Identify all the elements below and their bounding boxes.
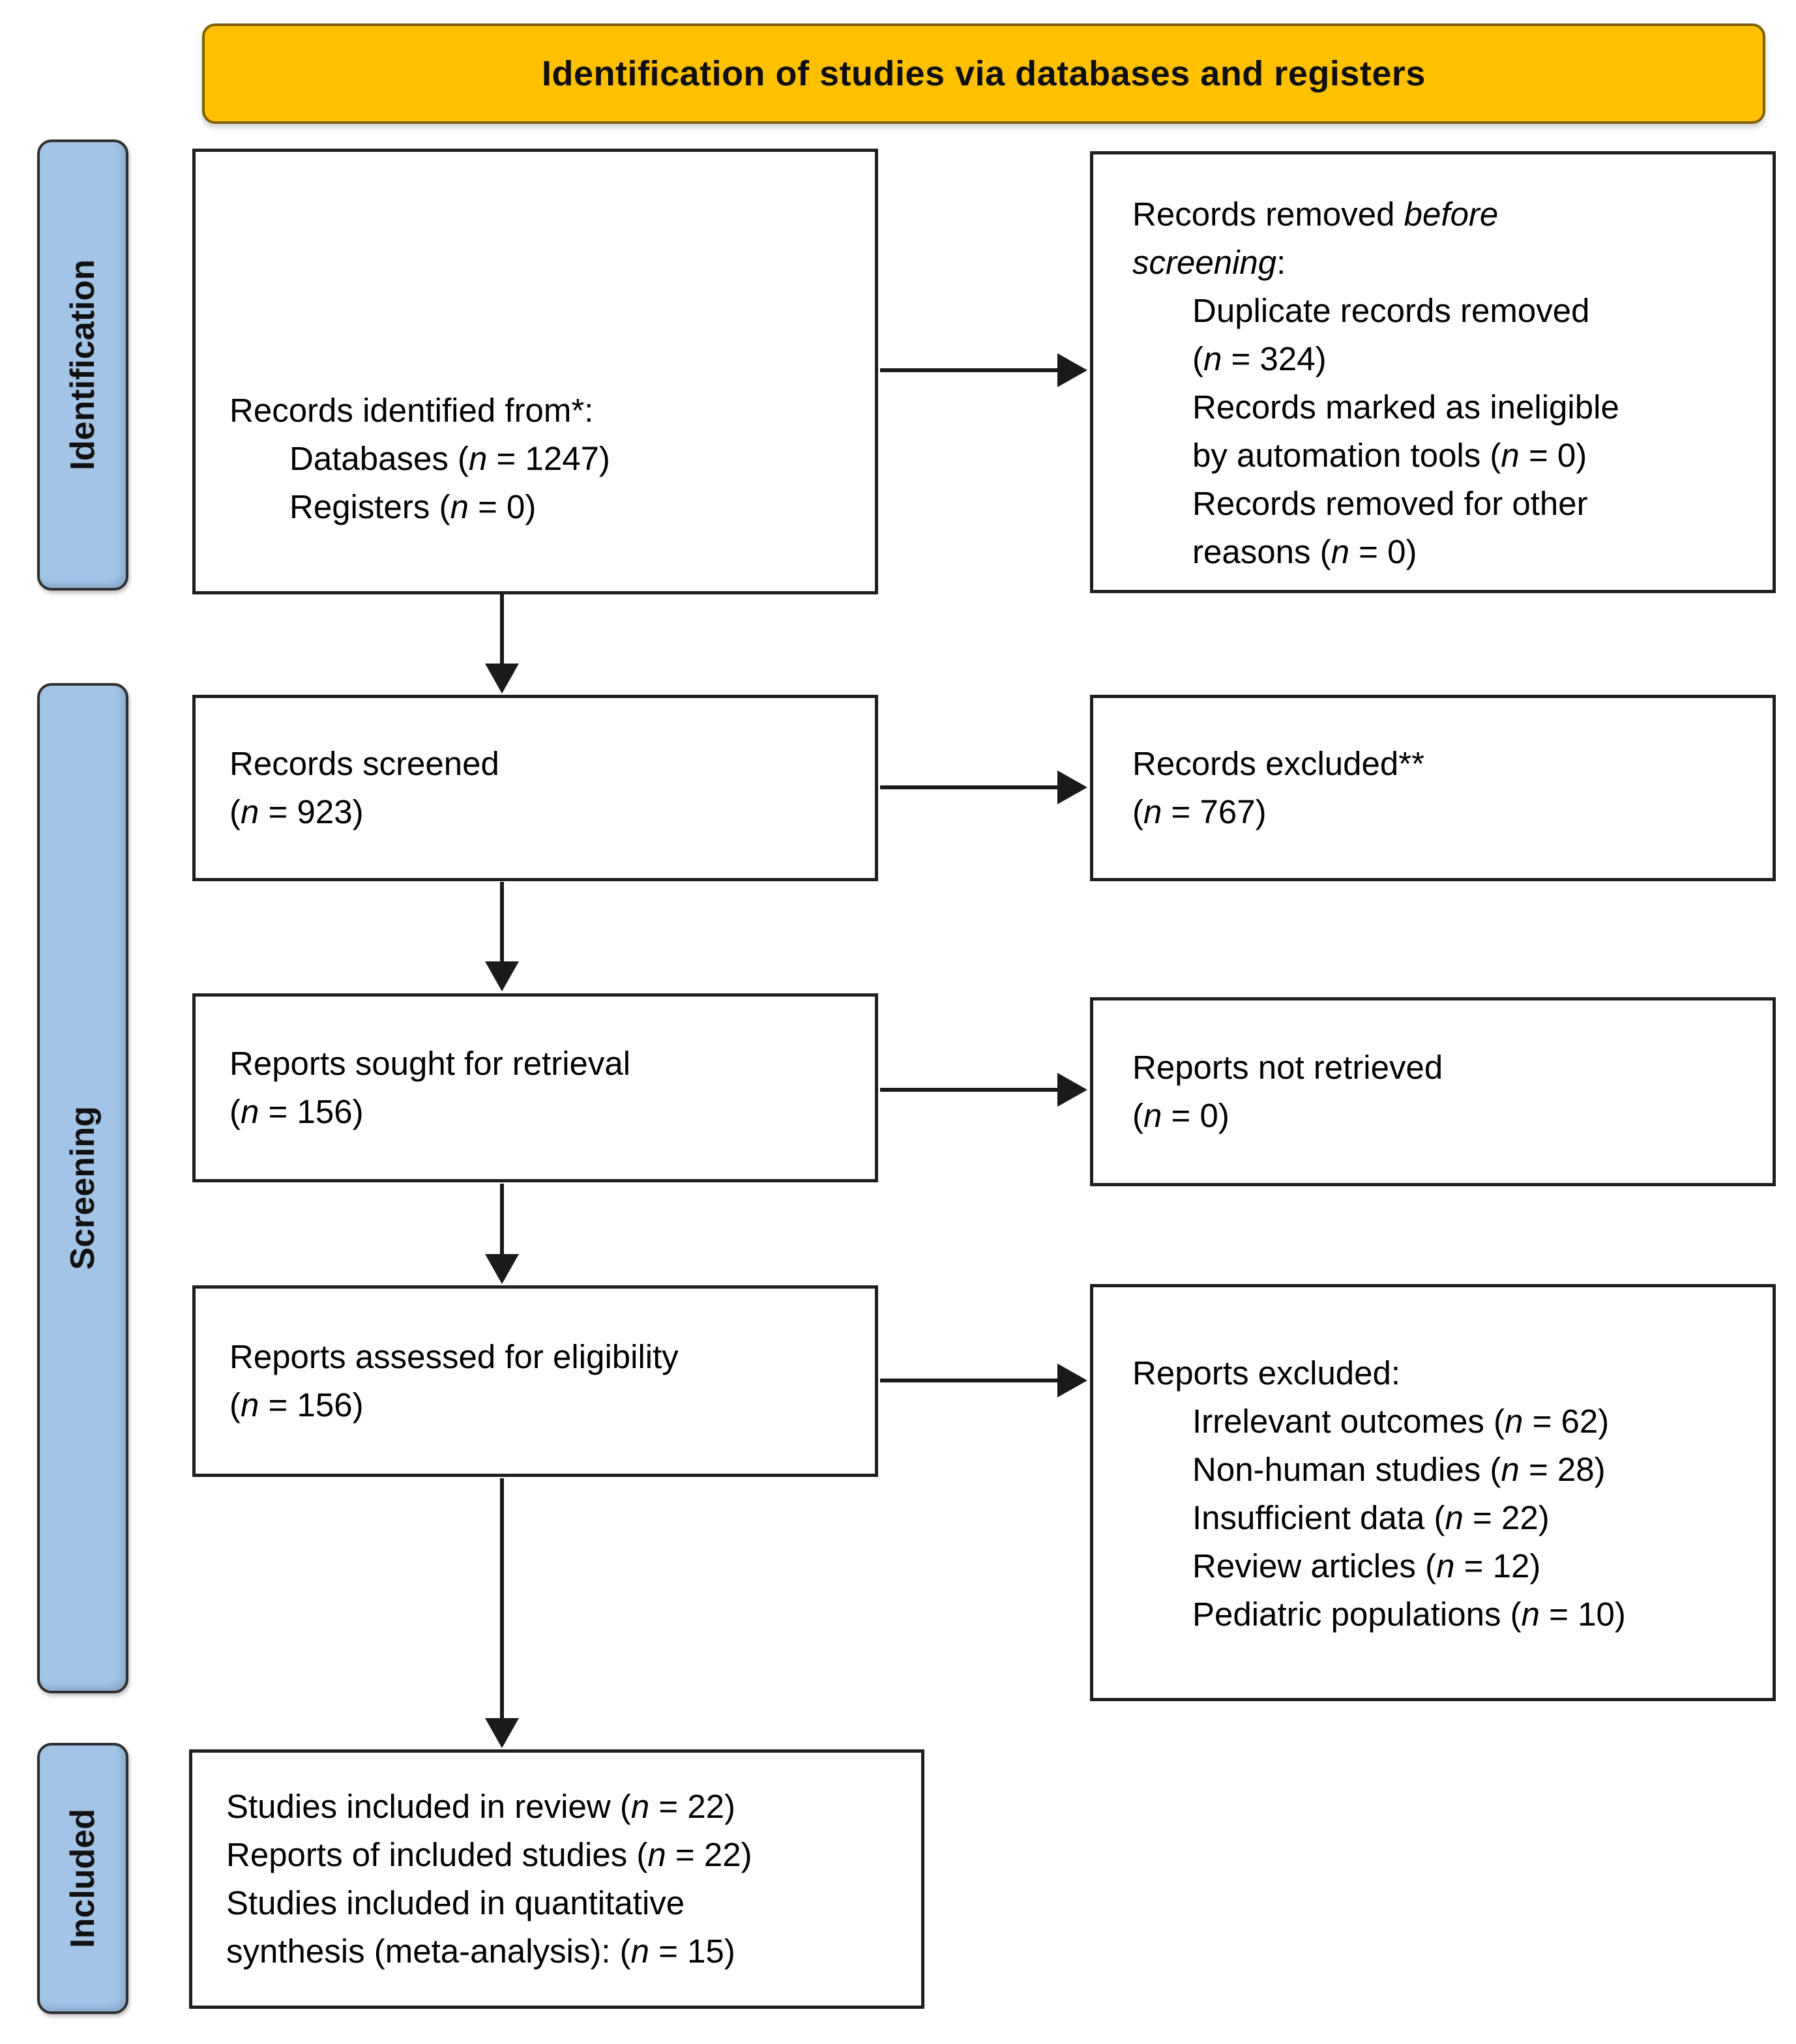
records-removed-line: Duplicate records removed: [1192, 292, 1590, 329]
studies-included-line: Reports of included studies (n = 22): [226, 1836, 752, 1873]
records-removed-heading-italic: before screening: [1132, 196, 1499, 281]
records-identified-item: Registers (n = 0): [289, 488, 537, 525]
records-removed-heading: Records removed before screening:: [1132, 190, 1563, 287]
records-excluded-line: Records excluded**: [1132, 745, 1424, 782]
reports-excluded-item: Pediatric populations (n = 10): [1192, 1596, 1626, 1633]
box-records-identified: Records identified from*: Databases (n =…: [192, 149, 878, 594]
reports-assessed-line: Reports assessed for eligibility: [229, 1338, 679, 1375]
arrow-identified-to-removed: [880, 353, 1087, 387]
reports-excluded-item: Irrelevant outcomes (n = 62): [1192, 1403, 1610, 1440]
reports-excluded-item: Non-human studies (n = 28): [1192, 1451, 1606, 1488]
arrow-screened-to-excluded: [880, 770, 1087, 804]
phase-label-included: Included: [64, 1809, 102, 1948]
box-reports-sought: Reports sought for retrieval (n = 156): [192, 993, 878, 1182]
records-removed-line: Records marked as ineligible: [1192, 388, 1619, 426]
arrow-sought-to-assessed: [485, 1184, 519, 1284]
studies-included-line: Studies included in quantitative: [226, 1884, 685, 1921]
phase-bar-identification: Identification: [37, 139, 128, 591]
phase-bar-included: Included: [37, 1743, 128, 2014]
reports-excluded-item: Insufficient data (n = 22): [1192, 1499, 1550, 1536]
banner-title: Identification of studies via databases …: [542, 54, 1426, 93]
reports-not-retrieved-line: (n = 0): [1132, 1097, 1229, 1134]
arrow-assessed-to-included: [485, 1478, 519, 1748]
reports-excluded-item: Review articles (n = 12): [1192, 1547, 1541, 1584]
records-removed-heading-suffix: :: [1276, 244, 1286, 281]
phase-bar-screening: Screening: [37, 683, 128, 1693]
arrow-screened-to-sought: [485, 882, 519, 991]
arrow-identified-to-screened: [485, 594, 519, 694]
box-records-screened: Records screened (n = 923): [192, 695, 878, 881]
studies-included-line: synthesis (meta-analysis): (n = 15): [226, 1933, 735, 1970]
box-reports-excluded: Reports excluded: Irrelevant outcomes (n…: [1090, 1284, 1776, 1701]
records-removed-heading-prefix: Records removed: [1132, 196, 1404, 233]
studies-included-line: Studies included in review (n = 22): [226, 1788, 736, 1825]
reports-assessed-line: (n = 156): [229, 1386, 364, 1424]
records-identified-heading: Records identified from*:: [229, 392, 594, 429]
arrow-assessed-to-reports-excluded: [880, 1364, 1087, 1397]
box-reports-assessed: Reports assessed for eligibility (n = 15…: [192, 1285, 878, 1477]
phase-label-screening: Screening: [64, 1106, 102, 1270]
records-removed-line: by automation tools (n = 0): [1192, 437, 1587, 474]
records-removed-line: Records removed for other: [1192, 485, 1588, 522]
box-reports-not-retrieved: Reports not retrieved (n = 0): [1090, 997, 1776, 1186]
reports-excluded-heading: Reports excluded:: [1132, 1354, 1401, 1392]
records-excluded-line: (n = 767): [1132, 793, 1267, 830]
reports-sought-line: Reports sought for retrieval: [229, 1045, 631, 1082]
records-screened-line: Records screened: [229, 745, 499, 782]
banner: Identification of studies via databases …: [202, 23, 1765, 124]
arrow-sought-to-not-retrieved: [880, 1073, 1087, 1107]
box-records-excluded: Records excluded** (n = 767): [1090, 695, 1776, 881]
records-identified-item: Databases (n = 1247): [289, 440, 610, 477]
phase-label-identification: Identification: [64, 259, 102, 471]
box-records-removed: Records removed before screening: Duplic…: [1090, 151, 1776, 593]
records-screened-line: (n = 923): [229, 793, 364, 830]
records-removed-line: reasons (n = 0): [1192, 533, 1417, 570]
box-studies-included: Studies included in review (n = 22) Repo…: [189, 1749, 924, 2009]
records-removed-line: (n = 324): [1192, 340, 1327, 377]
reports-not-retrieved-line: Reports not retrieved: [1132, 1049, 1443, 1086]
reports-sought-line: (n = 156): [229, 1093, 364, 1130]
